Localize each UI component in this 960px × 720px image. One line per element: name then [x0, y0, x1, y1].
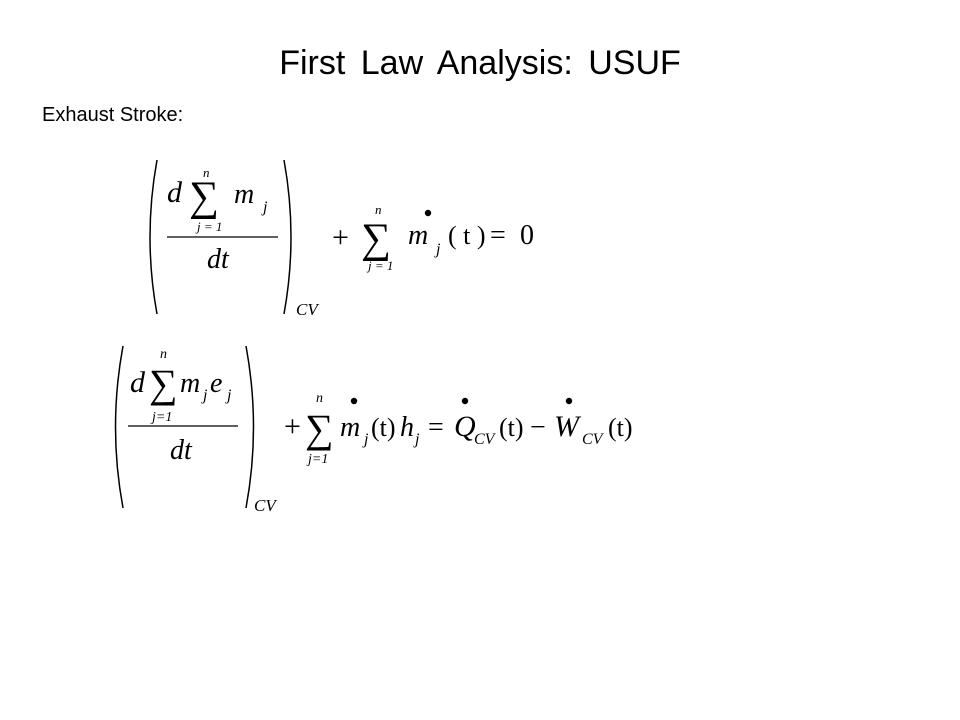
rhs-sum-lower-limit: j=1 [306, 452, 328, 467]
numerator-d: d [130, 366, 146, 399]
heat-rate: Q [454, 410, 476, 443]
right-paren [283, 159, 292, 315]
rhs-sigma-symbol: ∑ [361, 216, 391, 262]
rhs-sum-upper-limit: n [316, 391, 323, 406]
right-paren [245, 345, 255, 509]
work-rate-dot [565, 397, 573, 405]
numerator-d: d [167, 176, 183, 209]
heat-rate-dot [461, 397, 469, 405]
rhs-sigma-symbol: ∑ [305, 406, 334, 451]
mass-flow-rate-subscript: j [434, 241, 441, 258]
time-argument-3: (t) [608, 413, 633, 442]
time-argument-2: (t) [499, 413, 524, 442]
enthalpy-subscript: j [413, 431, 420, 448]
control-volume-subscript: CV [254, 496, 278, 515]
numerator-mass: m [234, 179, 254, 210]
plus-sign: + [284, 410, 301, 443]
zero: 0 [520, 220, 534, 251]
section-label: Exhaust Stroke: [42, 104, 184, 126]
time-argument-1: (t) [371, 413, 396, 442]
rhs-sum-lower-limit: j = 1 [366, 258, 393, 273]
rhs-sum-upper-limit: n [375, 202, 382, 217]
mass-flow-rate: m [408, 220, 428, 251]
sum-upper-limit: n [203, 165, 210, 180]
time-argument: ( t ) [448, 221, 486, 250]
slide-title: First Law Analysis: USUF [279, 44, 681, 82]
numerator-energy: e [210, 368, 222, 399]
sigma-symbol: ∑ [189, 174, 219, 220]
left-paren [149, 159, 158, 315]
minus-sign: − [530, 412, 546, 443]
denominator-dt: dt [207, 244, 230, 275]
left-paren [114, 345, 124, 509]
sigma-symbol: ∑ [149, 361, 178, 406]
mass-flow-rate-subscript: j [362, 431, 369, 448]
sum-lower-limit: j = 1 [195, 219, 222, 234]
mass-flow-rate-dot [424, 209, 432, 217]
numerator-energy-subscript: j [225, 387, 232, 404]
sum-upper-limit: n [160, 347, 167, 362]
sum-lower-limit: j=1 [150, 410, 172, 425]
equals-sign: = [490, 220, 506, 251]
work-rate: W [554, 410, 582, 443]
enthalpy: h [400, 412, 414, 443]
equals-sign: = [428, 412, 444, 443]
plus-sign: + [332, 221, 349, 254]
work-rate-subscript: CV [582, 431, 605, 448]
heat-rate-subscript: CV [474, 431, 497, 448]
denominator-dt: dt [170, 435, 193, 466]
numerator-mass-subscript: j [261, 199, 268, 216]
numerator-mass-subscript: j [201, 387, 208, 404]
mass-flow-rate-dot [350, 397, 358, 405]
mass-flow-rate: m [340, 412, 360, 443]
control-volume-subscript: CV [296, 300, 320, 319]
numerator-mass: m [180, 368, 200, 399]
